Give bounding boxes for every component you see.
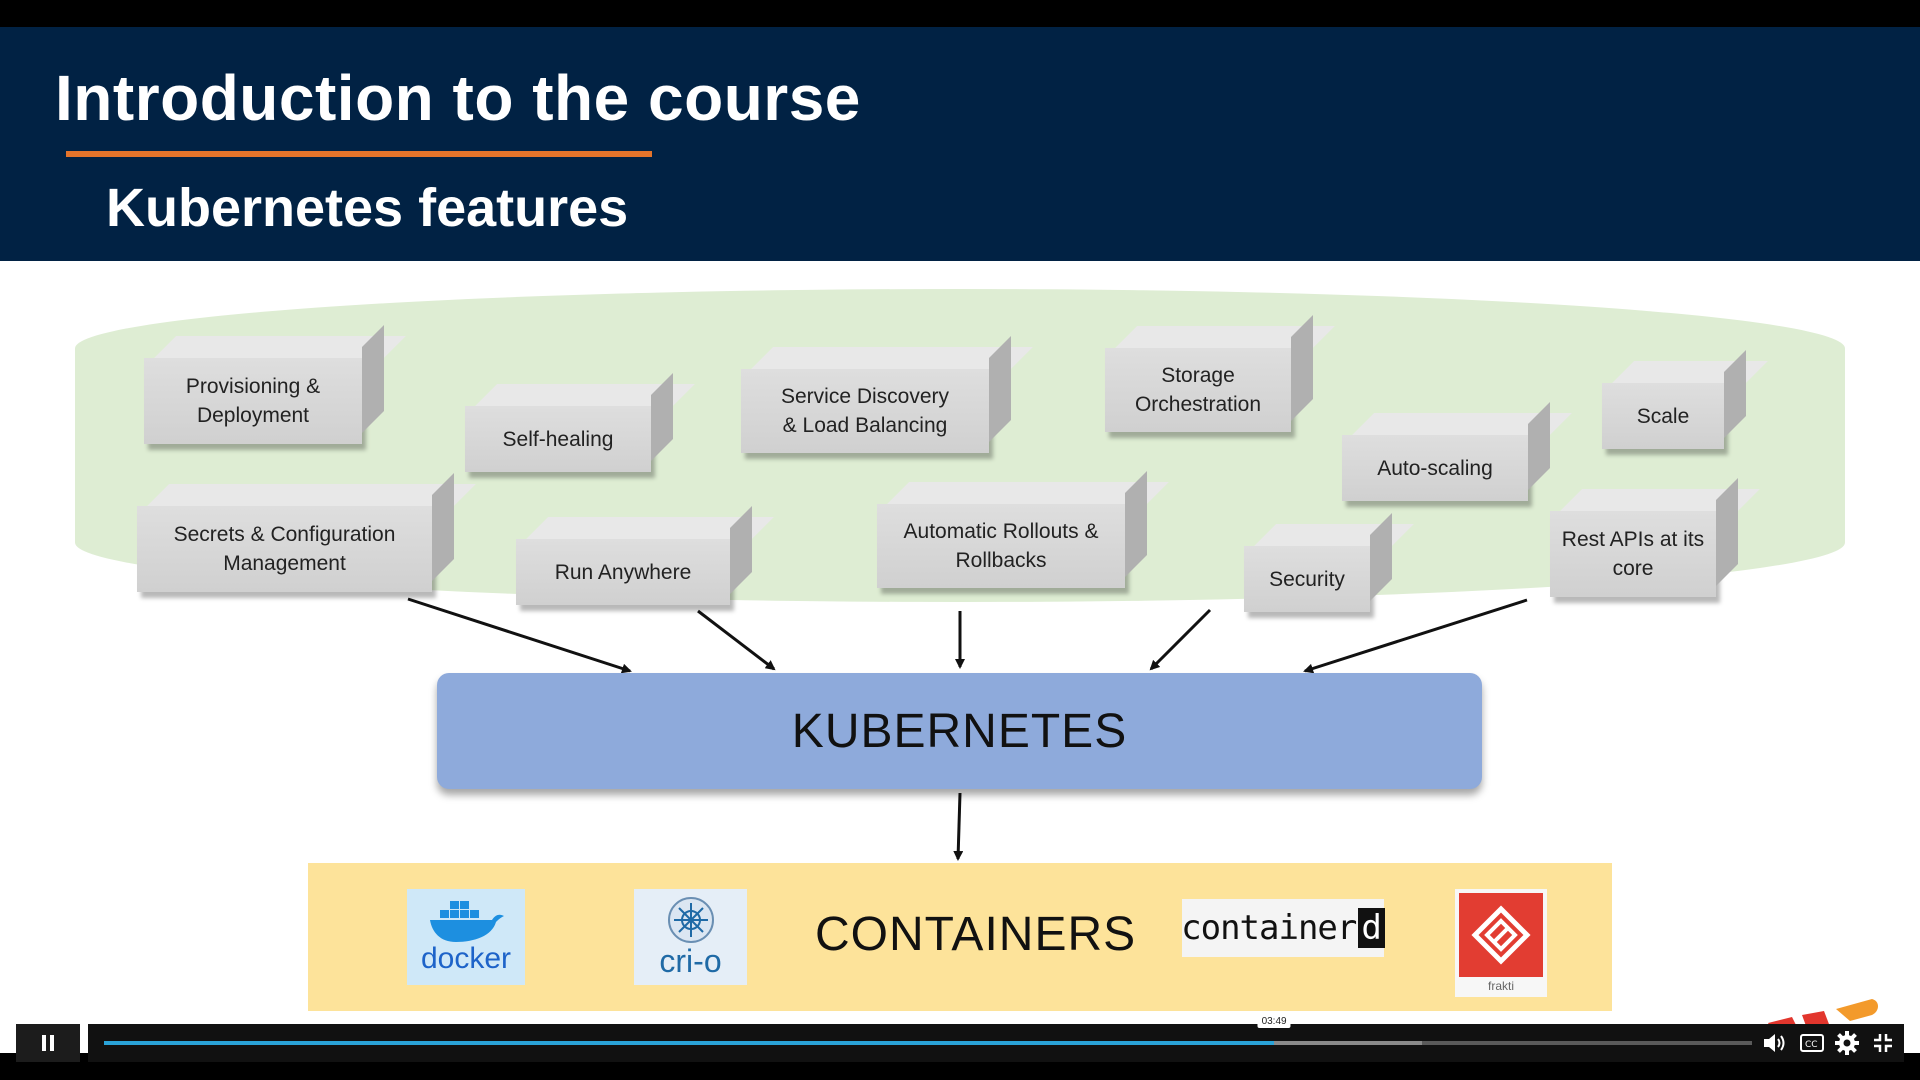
feature-self-healing: Self-healing — [465, 406, 651, 472]
captions-button[interactable]: CC — [1799, 1030, 1825, 1056]
feature-label: Service Discovery& Load Balancing — [780, 385, 950, 437]
volume-button[interactable] — [1762, 1030, 1788, 1056]
feature-label: Scale — [1636, 404, 1690, 428]
docker-logo: docker — [407, 889, 525, 985]
settings-button[interactable] — [1834, 1030, 1860, 1056]
arrow — [697, 609, 776, 671]
crio-wheel-icon — [667, 896, 714, 943]
feature-automatic-rollouts: Automatic Rollouts &Rollbacks — [877, 504, 1125, 588]
feature-security: Security — [1244, 546, 1370, 612]
settings-icon — [1835, 1031, 1859, 1055]
svg-text:CC: CC — [1805, 1040, 1818, 1050]
containerd-wordmark: container — [1181, 908, 1357, 948]
feature-label: Security — [1269, 567, 1345, 591]
feature-label: Provisioning &Deployment — [185, 375, 321, 427]
feature-scale: Scale — [1602, 383, 1724, 449]
title-underline — [66, 151, 652, 157]
pause-icon — [42, 1035, 54, 1051]
volume-icon — [1764, 1034, 1785, 1052]
containers-band — [308, 863, 1612, 1011]
feature-label: Automatic Rollouts &Rollbacks — [903, 520, 1099, 572]
slide-header: Introduction to the course Kubernetes fe… — [0, 27, 1920, 261]
kubernetes-label: KUBERNETES — [791, 704, 1128, 758]
feature-run-anywhere: Run Anywhere — [516, 539, 730, 605]
play-pause-button[interactable] — [16, 1024, 80, 1062]
feature-provisioning: Provisioning &Deployment — [144, 358, 362, 444]
exit-fullscreen-icon — [1874, 1034, 1892, 1052]
arrow — [953, 792, 964, 861]
containers-label: CONTAINERS — [815, 908, 1137, 961]
exit-fullscreen-button[interactable] — [1870, 1030, 1896, 1056]
frakti-wordmark: frakti — [1487, 979, 1514, 993]
arrow — [1149, 608, 1212, 671]
slide: Introduction to the course Kubernetes fe… — [0, 27, 1920, 1053]
progress-played — [104, 1041, 1275, 1045]
frakti-logo: frakti — [1455, 889, 1547, 997]
time-tooltip: 03:49 — [1257, 1015, 1291, 1028]
frakti-diamond-icon — [1459, 893, 1543, 977]
docker-wordmark: docker — [420, 942, 512, 975]
crio-wordmark: cri-o — [659, 942, 722, 979]
slide-title: Introduction to the course — [55, 62, 861, 134]
feature-label: Self-healing — [502, 427, 614, 451]
containerd-d-mark: d — [1358, 908, 1385, 948]
crio-logo: cri-o — [634, 889, 747, 985]
kubernetes-box: KUBERNETES — [437, 673, 1482, 789]
feature-service-discovery: Service Discovery& Load Balancing — [741, 369, 989, 453]
feature-auto-scaling: Auto-scaling — [1342, 435, 1528, 501]
slide-subtitle: Kubernetes features — [106, 178, 629, 238]
arrow — [407, 597, 632, 674]
docker-whale-icon — [430, 901, 504, 942]
feature-label: Auto-scaling — [1377, 456, 1493, 480]
captions-icon: CC — [1800, 1034, 1824, 1052]
feature-label: Run Anywhere — [554, 560, 692, 584]
